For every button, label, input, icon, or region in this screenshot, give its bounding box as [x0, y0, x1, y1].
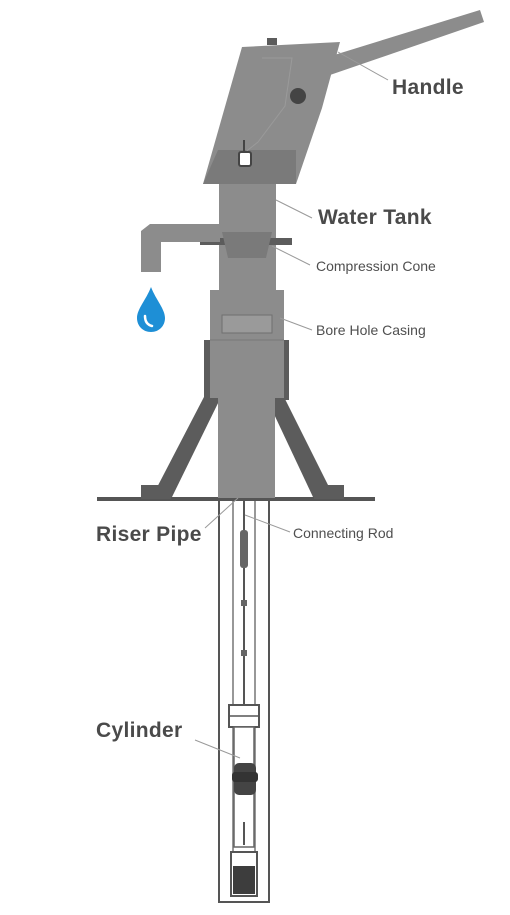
leader-cylinder — [194, 739, 241, 759]
bore-hole-casing — [210, 290, 284, 398]
stand-foot-left — [141, 485, 171, 499]
label-water-tank: Water Tank — [318, 206, 432, 229]
rod-joint-2 — [241, 650, 247, 656]
rod-clevis — [238, 151, 252, 167]
pump-head-panel — [237, 57, 293, 159]
stand-leg-right — [265, 395, 334, 497]
leader-compression-cone — [271, 245, 311, 266]
stand-leg-left — [152, 395, 222, 497]
label-connecting-rod: Connecting Rod — [293, 525, 393, 541]
piston-band — [232, 772, 258, 782]
pedestal-column — [218, 395, 275, 498]
label-handle: Handle — [392, 76, 464, 99]
foot-valve-fill — [233, 866, 255, 894]
leader-handle — [337, 51, 389, 81]
rod-joint-1 — [241, 600, 247, 606]
label-compression-cone: Compression Cone — [316, 258, 436, 274]
label-cylinder: Cylinder — [96, 719, 182, 742]
water-drop-highlight — [143, 314, 154, 328]
water-drop-icon — [137, 287, 165, 332]
leader-riser-pipe — [204, 497, 239, 529]
pump-head-shadow — [203, 150, 296, 184]
ground-line — [97, 497, 375, 501]
leader-bore-hole-casing — [279, 317, 313, 331]
compression-cone — [222, 232, 272, 258]
pump-head-cap — [267, 38, 277, 45]
label-bore-hole-casing: Bore Hole Casing — [316, 322, 426, 338]
label-riser-pipe: Riser Pipe — [96, 523, 202, 546]
leader-connecting-rod — [244, 514, 291, 533]
pivot-bolt-icon — [290, 88, 306, 104]
spout — [141, 224, 220, 272]
casing-window — [221, 314, 273, 334]
pump-handle — [318, 10, 484, 75]
stand-foot-right — [314, 485, 344, 499]
pump-head — [203, 42, 340, 184]
leader-water-tank — [275, 199, 313, 219]
rod-coupling — [240, 530, 248, 568]
